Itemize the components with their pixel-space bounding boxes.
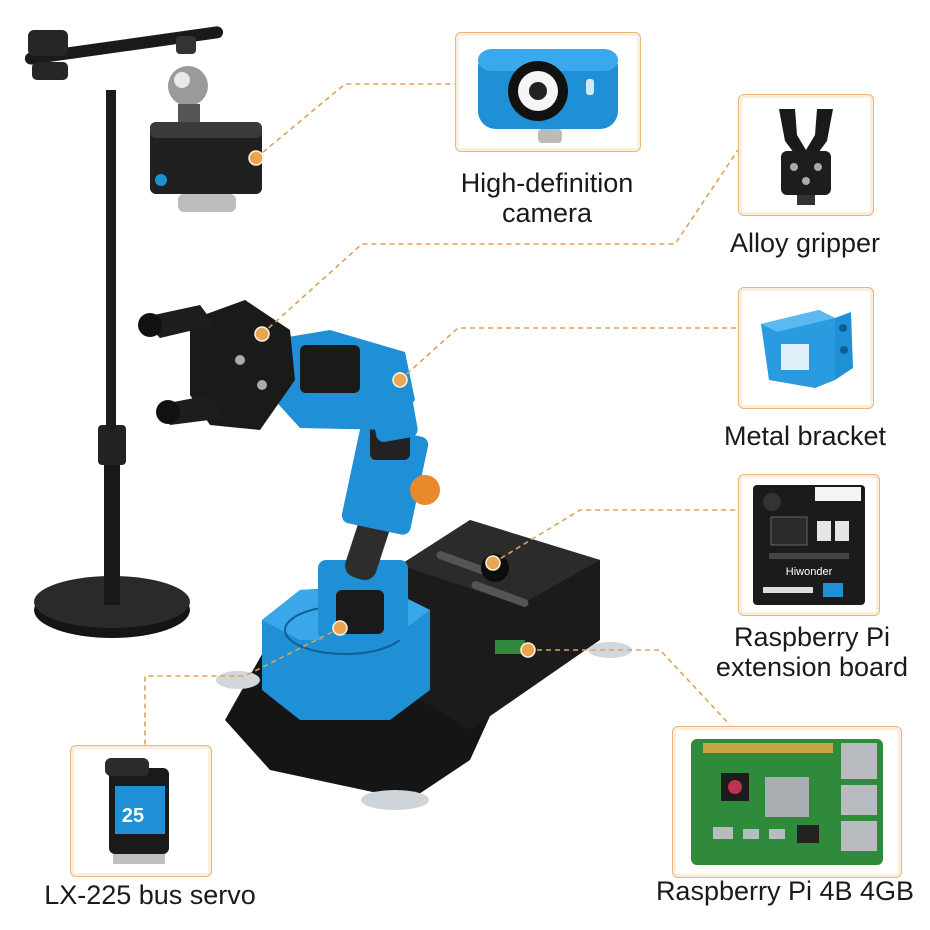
servo-label: LX-225 bus servo (44, 880, 256, 910)
camera-thumbnail (455, 32, 641, 152)
webcam-icon (478, 49, 618, 143)
board-brand-text: Hiwonder (786, 566, 833, 578)
servo-thumbnail: 25 (70, 745, 212, 877)
bracket-icon (761, 310, 853, 388)
bracket-label: Metal bracket (723, 421, 887, 451)
raspberry-pi-board-icon (691, 739, 883, 865)
extension-board-icon: Hiwonder (753, 485, 865, 605)
raspberry-pi-thumbnail (672, 726, 902, 878)
gripper-icon (779, 109, 833, 205)
extension-board-thumbnail: Hiwonder (738, 474, 880, 616)
gripper-thumbnail (738, 94, 874, 216)
servo-icon: 25 (105, 758, 169, 864)
servo-badge-text: 25 (122, 805, 144, 827)
camera-label: High-definition camera (460, 168, 634, 228)
extension-board-label: Raspberry Pi extension board (715, 622, 909, 682)
raspberry-pi-label: Raspberry Pi 4B 4GB (655, 876, 915, 906)
bracket-thumbnail (738, 287, 874, 409)
gripper-label: Alloy gripper (729, 228, 881, 258)
